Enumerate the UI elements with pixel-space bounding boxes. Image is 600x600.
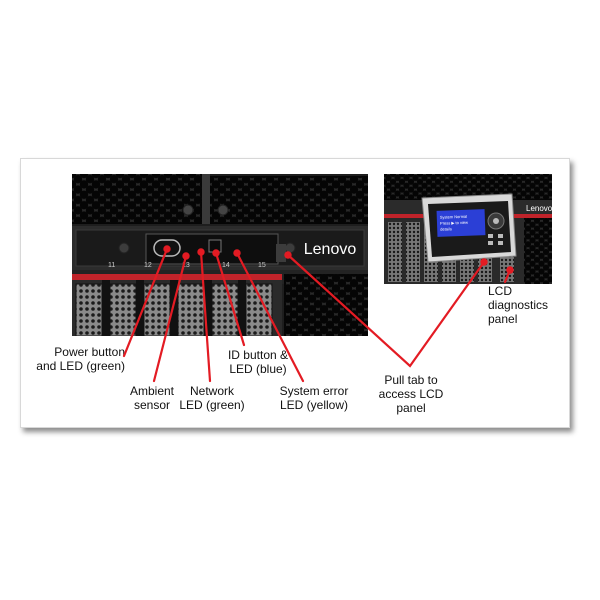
callout-line-pull-tab bbox=[286, 253, 486, 368]
label-lcd-panel: LCD diagnostics panel bbox=[488, 284, 549, 326]
callout-line-power bbox=[122, 247, 169, 358]
bay-number: 15 bbox=[258, 262, 266, 269]
callout-dot-id bbox=[212, 249, 220, 257]
callout-dot-power bbox=[163, 245, 171, 253]
label-ambient-sensor: Ambient sensor bbox=[129, 384, 175, 412]
callout-dot-pull-tab bbox=[284, 251, 292, 259]
callout-dot-network bbox=[197, 248, 205, 256]
lenovo-logo: Lenovo bbox=[304, 241, 357, 258]
lcd-line-1: System Normal bbox=[440, 214, 468, 220]
bay-number: 14 bbox=[222, 262, 230, 269]
label-network-led: Network LED (green) bbox=[179, 384, 245, 412]
bay-number: 13 bbox=[182, 262, 190, 269]
callout-dot-lcd-panel bbox=[506, 266, 514, 274]
lenovo-logo: Lenovo bbox=[526, 204, 552, 213]
label-pull-tab: Pull tab to access LCD panel bbox=[378, 373, 444, 415]
lcd-line-3: details bbox=[440, 226, 452, 231]
lcd-line-2: Press ▶ to view bbox=[440, 220, 468, 226]
label-power-button: Power button and LED (green) bbox=[36, 345, 125, 373]
callout-line-ambient bbox=[152, 254, 188, 383]
callout-dot-ambient bbox=[182, 252, 190, 260]
lcd-navigation-buttons bbox=[487, 212, 505, 245]
bay-number: 12 bbox=[144, 262, 152, 269]
callout-dot-system-error bbox=[233, 249, 241, 257]
label-system-error: System error LED (yellow) bbox=[279, 384, 349, 412]
lcd-module: System Normal Press ▶ to view details bbox=[421, 193, 517, 263]
front-panel-photo: Lenovo 11 12 13 14 15 bbox=[72, 174, 368, 336]
bay-number: 11 bbox=[108, 262, 115, 269]
callout-dot-lcd-tab bbox=[480, 258, 488, 266]
callout-line-network bbox=[199, 250, 212, 383]
drive-bays bbox=[72, 274, 282, 336]
callout-line-system-error bbox=[235, 251, 305, 383]
callout-line-id bbox=[214, 251, 246, 347]
lcd-panel-photo: Lenovo System Normal Press ▶ to view det… bbox=[384, 174, 552, 284]
label-id-button: ID button & LED (blue) bbox=[227, 348, 289, 376]
